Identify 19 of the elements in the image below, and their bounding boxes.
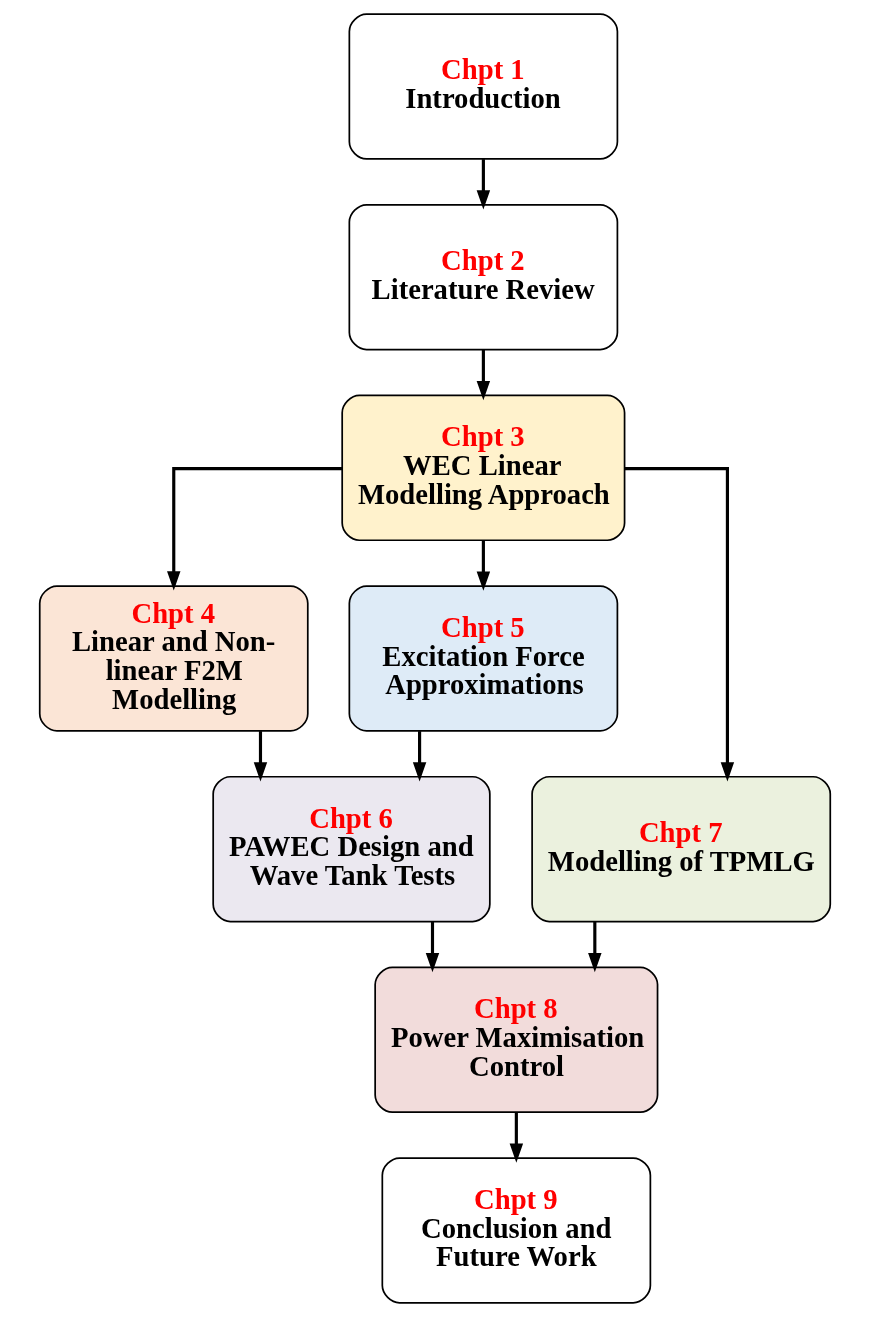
arrow — [253, 731, 268, 782]
node-box: Chpt 5 Excitation Force Approximations — [348, 585, 619, 732]
arrow — [476, 159, 491, 210]
node-box: Chpt 2 Literature Review — [348, 203, 619, 351]
arrow — [588, 921, 602, 973]
arrow — [476, 540, 491, 591]
arrow — [425, 921, 440, 973]
node-box: Chpt 8 Power Maximisation Control — [374, 966, 659, 1114]
arrow — [476, 349, 491, 401]
node-box: Chpt 6 PAWEC Design and Wave Tank Tests — [212, 775, 491, 923]
arrow — [509, 1112, 524, 1163]
node-box: Chpt 1 Introduction — [348, 13, 619, 160]
arrow — [624, 467, 735, 782]
node-box: Chpt 4 Linear and Non-linear F2M Modelling — [38, 585, 309, 732]
node-box: Chpt 3 WEC Linear Modelling Approach — [341, 394, 626, 542]
arrow — [167, 467, 343, 591]
node-box: Chpt 7 Modelling of TPMLG — [531, 775, 832, 923]
arrow — [412, 731, 427, 782]
node-box: Chpt 9 Conclusion and Future Work — [381, 1157, 652, 1304]
